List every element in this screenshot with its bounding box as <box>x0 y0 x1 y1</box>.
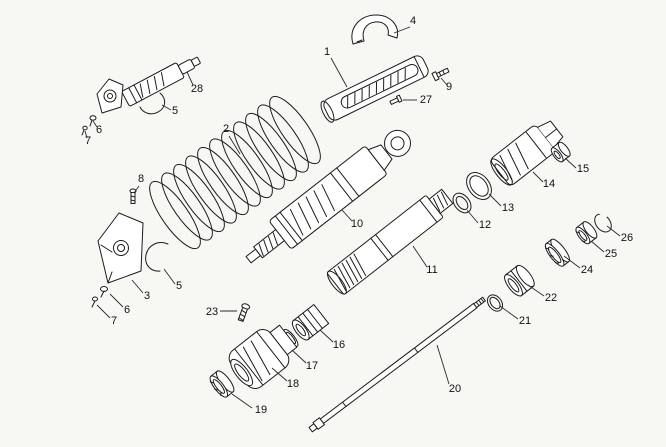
part-5-spring-clip-lower <box>145 242 169 272</box>
part-label-7: 7 <box>85 135 91 147</box>
leader-line-5 <box>163 268 176 285</box>
part-14-clevis-mount <box>490 120 564 186</box>
part-27-screw <box>389 94 403 105</box>
leader-line-5 <box>161 104 172 111</box>
part-label-2: 2 <box>223 123 229 135</box>
part-13-washer-ring <box>466 172 492 200</box>
part-24-seat-ring <box>544 238 570 267</box>
part-label-5: 5 <box>176 280 182 292</box>
part-label-3: 3 <box>144 290 150 302</box>
part-19-retaining-ring <box>209 370 235 398</box>
leader-line-2 <box>228 135 241 155</box>
part-9-bolt <box>431 67 450 82</box>
leader-line-25 <box>590 240 605 253</box>
part-7-screw-lower <box>91 296 98 308</box>
leader-line-17 <box>291 349 307 364</box>
part-4-fork <box>351 14 399 45</box>
leader-line-7 <box>84 130 88 139</box>
leader-line-19 <box>231 393 253 409</box>
part-label-1: 1 <box>324 46 330 58</box>
part-label-6: 6 <box>124 304 130 316</box>
leader-line-1 <box>330 57 348 88</box>
linework <box>81 14 612 433</box>
part-7-screw-upper <box>81 125 88 136</box>
part-label-24: 24 <box>581 264 593 276</box>
part-11-reservoir-tube <box>326 188 454 295</box>
part-26-snap-ring <box>594 210 612 233</box>
part-label-22: 22 <box>545 292 557 304</box>
part-label-17: 17 <box>306 360 318 372</box>
part-22-guide-bushing <box>504 264 535 297</box>
part-5-spring-clip-upper <box>139 92 166 115</box>
leader-line-3 <box>131 279 144 294</box>
part-label-6: 6 <box>96 124 102 136</box>
leader-line-9 <box>440 77 448 86</box>
part-label-15: 15 <box>577 163 589 175</box>
leader-line-11 <box>412 245 428 268</box>
leader-line-18 <box>271 367 288 382</box>
part-1-outer-tube <box>320 55 429 123</box>
part-28-damper-body <box>121 56 201 107</box>
part-2-coil-spring <box>149 95 321 250</box>
leader-line-6 <box>109 293 124 308</box>
part-28-damper-eye-plate <box>96 78 124 114</box>
part-label-21: 21 <box>519 315 531 327</box>
part-label-28: 28 <box>191 83 203 95</box>
part-label-9: 9 <box>446 81 452 93</box>
part-label-10: 10 <box>351 218 363 230</box>
leader-line-4 <box>393 26 411 34</box>
leader-line-16 <box>319 329 334 343</box>
leader-line-7 <box>96 304 111 319</box>
part-label-13: 13 <box>502 202 514 214</box>
part-label-16: 16 <box>333 339 345 351</box>
part-20-piston-rod <box>308 296 486 433</box>
part-label-12: 12 <box>479 219 491 231</box>
leader-line-6 <box>92 120 98 128</box>
leader-line-22 <box>527 284 545 297</box>
part-21-o-ring <box>486 294 504 312</box>
part-23-bleed-screw <box>237 303 251 322</box>
leader-line-10 <box>341 209 353 222</box>
part-label-7: 7 <box>111 315 117 327</box>
part-label-4: 4 <box>410 15 416 27</box>
part-25-lock-nut <box>575 221 598 245</box>
leader-line-15 <box>564 157 577 169</box>
part-label-19: 19 <box>255 404 267 416</box>
part-label-25: 25 <box>605 248 617 260</box>
part-12-seal-ring <box>452 192 472 214</box>
leader-line-12 <box>466 209 479 224</box>
part-label-23: 23 <box>206 306 218 318</box>
part-label-14: 14 <box>543 178 555 190</box>
part-6-washer-lower <box>100 286 108 298</box>
leader-line-24 <box>563 255 581 269</box>
part-label-18: 18 <box>287 378 299 390</box>
part-label-8: 8 <box>138 173 144 185</box>
leader-line-26 <box>606 225 621 237</box>
leader-line-8 <box>133 185 140 194</box>
leader-line-21 <box>499 305 519 320</box>
part-16-gland-bushing <box>291 304 330 341</box>
part-18-bearing-housing <box>228 324 298 389</box>
part-6-washer-upper <box>89 115 97 127</box>
part-label-27: 27 <box>420 94 432 106</box>
leader-line-28 <box>186 71 194 86</box>
leader-line-20 <box>436 344 450 385</box>
labels-layer: 4192728567281514131210262524112221356723… <box>84 15 633 416</box>
part-label-20: 20 <box>449 383 461 395</box>
part-label-26: 26 <box>621 232 633 244</box>
leader-line-13 <box>488 193 502 207</box>
part-10-damper-body <box>245 129 411 264</box>
part-3-mount-bracket <box>97 212 144 284</box>
leader-line-14 <box>532 171 544 183</box>
part-label-5: 5 <box>172 105 178 117</box>
part-label-11: 11 <box>426 264 437 276</box>
